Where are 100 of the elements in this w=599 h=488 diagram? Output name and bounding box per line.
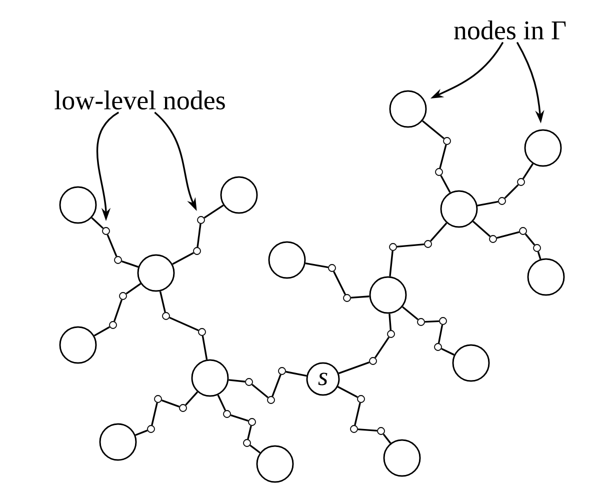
small-node-circle (179, 404, 187, 412)
small-node-circle (109, 321, 117, 329)
link-line (185, 391, 198, 406)
small-node-circle (245, 378, 253, 386)
link-line (389, 250, 394, 276)
link-line (247, 426, 252, 440)
link-line (228, 379, 246, 382)
link-line (217, 394, 226, 411)
link-line (286, 370, 307, 377)
node-circle (256, 445, 294, 483)
link-line (272, 374, 282, 397)
link-line (151, 402, 158, 426)
link-line (522, 163, 534, 180)
link-line (230, 414, 248, 422)
link-line (252, 384, 268, 398)
node-circle (268, 241, 306, 279)
small-node-circle (533, 244, 541, 252)
small-node-circle (223, 410, 231, 418)
small-node-circle (498, 197, 506, 205)
small-node-circle (243, 439, 251, 447)
small-node-circle (357, 395, 365, 403)
link-line (439, 144, 447, 168)
small-node-circle (434, 343, 442, 351)
link-line (333, 271, 346, 295)
small-node-circle (424, 240, 432, 248)
node-circle (440, 190, 478, 228)
small-node-circle (435, 168, 443, 176)
small-node-circle (389, 243, 397, 251)
annotation-label: low-level nodes (54, 90, 225, 110)
link-line (438, 324, 444, 344)
link-line (126, 283, 142, 294)
link-line (374, 336, 390, 358)
link-line (382, 434, 392, 444)
link-line (172, 252, 194, 265)
link-line (472, 220, 491, 238)
link-line (121, 260, 139, 268)
small-node-circle (154, 395, 162, 403)
small-node-circle (387, 330, 395, 338)
small-node-circle (278, 367, 286, 375)
node-circle (383, 439, 421, 477)
node-circle (452, 344, 490, 382)
link-line (338, 362, 370, 374)
link-line (440, 175, 451, 193)
link-line (106, 234, 118, 257)
small-node-circle (519, 227, 527, 235)
link-line (135, 430, 148, 436)
small-node-circle (197, 216, 205, 224)
small-node-circle (369, 357, 377, 365)
link-line (537, 252, 542, 260)
link-line (202, 336, 208, 360)
link-line (504, 184, 519, 199)
small-node-circle (147, 425, 155, 433)
node-circle (220, 176, 258, 214)
link-line (350, 296, 370, 299)
link-line (441, 348, 454, 356)
link-line (250, 444, 261, 454)
small-node-circle (328, 264, 336, 272)
small-node-circle (162, 312, 170, 320)
link-line (402, 306, 418, 320)
node-circle (59, 326, 97, 364)
node-circle (527, 258, 565, 296)
link-line (396, 243, 424, 248)
link-line (159, 291, 166, 312)
node-circle (191, 359, 229, 397)
link-line (358, 428, 378, 432)
small-node-circle (517, 178, 525, 186)
node-circle (524, 129, 562, 167)
small-node-circle (443, 137, 451, 145)
small-node-circle (102, 227, 110, 235)
node-circle (59, 186, 97, 224)
small-node-circle (343, 294, 351, 302)
small-node-circle (267, 396, 275, 404)
small-node-circle (193, 247, 201, 255)
small-node-circle (417, 318, 425, 326)
link-line (524, 234, 536, 246)
small-node-circle (439, 317, 447, 325)
node-circle (369, 276, 407, 314)
link-line (496, 231, 520, 239)
small-node-circle (119, 292, 127, 300)
small-node-circle (114, 256, 122, 264)
annotation-label: nodes in Γ (454, 20, 566, 40)
link-line (422, 120, 444, 140)
node-circle (137, 254, 175, 292)
link-line (430, 222, 448, 242)
node-circle (389, 90, 427, 128)
link-line (424, 320, 440, 323)
small-node-circle (377, 427, 385, 435)
small-node-circle (248, 418, 256, 426)
link-line (94, 326, 110, 336)
link-line (388, 314, 392, 330)
link-line (337, 386, 358, 398)
small-node-circle (489, 235, 497, 243)
link-line (91, 217, 104, 229)
link-line (477, 200, 498, 206)
link-line (354, 402, 361, 426)
small-node-circle (350, 425, 358, 433)
link-line (169, 316, 199, 332)
small-node-circle (198, 328, 206, 336)
link-line (114, 299, 123, 322)
link-line (196, 224, 202, 248)
